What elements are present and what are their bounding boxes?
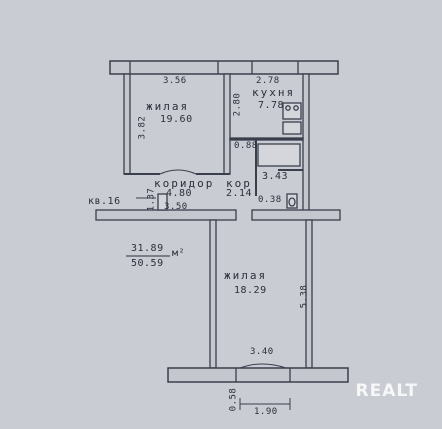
living1-kitchen-wall [223, 73, 231, 175]
corridor-name: коридор [154, 177, 215, 190]
kitchen-floor-line [229, 137, 304, 141]
top-wall [109, 60, 339, 75]
living2-name: жилая [224, 269, 268, 282]
kitchen-name: кухня [252, 86, 296, 99]
living1-door [159, 169, 197, 175]
dim-entry-height: 1.37 [146, 187, 157, 212]
entry-door [157, 193, 168, 211]
living1-area: 19.60 [160, 114, 193, 125]
toilet [286, 193, 298, 209]
corridor-area: 4.80 [166, 188, 193, 199]
realt-watermark: REALT [355, 381, 418, 401]
dim-balcony-width: 1.90 [254, 407, 278, 417]
kitchen-sink [282, 121, 302, 135]
bottom-wall [167, 367, 349, 383]
dim-hall-width: 0.88 [234, 141, 258, 151]
total-living-area: 31.89 [131, 243, 164, 254]
stove-burner-1 [285, 105, 291, 111]
toilet-bowl [288, 197, 296, 207]
dim-balcony-depth: 0.58 [228, 387, 239, 412]
living2-left-wall [209, 219, 217, 369]
kor-name: кор [226, 177, 252, 190]
dim-top-left: 3.56 [163, 76, 187, 86]
dim-corridor-width: 3.50 [164, 202, 188, 212]
bathtub [257, 143, 301, 167]
dim-kitchen-height: 2.80 [232, 92, 243, 117]
dim-top-right: 2.78 [256, 76, 280, 86]
total-area: 50.59 [131, 258, 164, 269]
kitchen-area: 7.78 [258, 100, 285, 111]
dim-bottom-width: 3.40 [250, 347, 274, 357]
bath-area: 3.43 [262, 171, 289, 182]
dim-living2-height: 5.38 [299, 284, 310, 309]
dim-toilet-width: 0.38 [258, 195, 282, 205]
dim-living1-height: 3.82 [137, 115, 148, 140]
right-wall [302, 73, 310, 215]
stove-burner-2 [293, 105, 299, 111]
kitchen-stove [282, 102, 302, 120]
living2-area: 18.29 [234, 285, 267, 296]
living1-name: жилая [146, 100, 190, 113]
apartment-label: кв.16 [88, 196, 121, 207]
living1-left-wall [123, 73, 131, 175]
kor-area: 2.14 [226, 188, 253, 199]
area-unit: м² [172, 248, 186, 259]
balcony-door [239, 363, 287, 369]
corridor-bottom-wall-r [251, 209, 341, 221]
